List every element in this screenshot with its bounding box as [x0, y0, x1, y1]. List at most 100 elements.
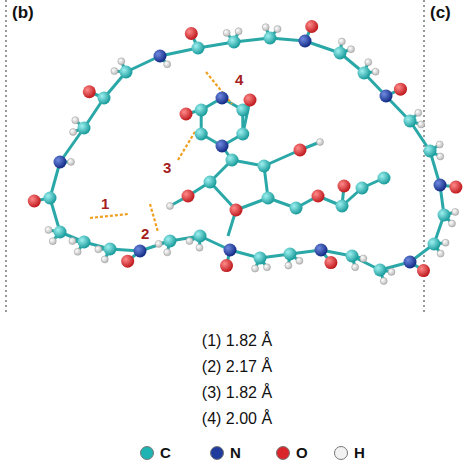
legend-entry: N: [210, 444, 241, 461]
atom: [299, 35, 312, 48]
atom: [224, 244, 237, 257]
atom: [186, 238, 193, 245]
atom: [449, 181, 462, 194]
panel-label: (b): [12, 4, 34, 23]
atom: [74, 248, 81, 255]
atom: [404, 256, 417, 269]
atom: [244, 94, 257, 107]
legend-text: N: [230, 444, 241, 461]
bond-distance: (4) 2.00 Å: [202, 410, 272, 428]
bonds: [34, 26, 456, 281]
atom: [78, 122, 91, 135]
atom: [394, 83, 407, 96]
atom: [315, 244, 328, 257]
atom: [196, 244, 203, 251]
atom: [262, 24, 269, 31]
atom: [216, 140, 229, 153]
atom: [360, 255, 367, 262]
atom: [285, 262, 292, 269]
atom: [380, 278, 387, 285]
atom: [352, 264, 359, 271]
atom: [164, 61, 171, 68]
atom: [262, 192, 275, 205]
atom: [437, 153, 444, 160]
legend-entry: O: [276, 444, 308, 461]
atom: [374, 264, 387, 277]
atom: [348, 46, 355, 53]
atom: [434, 179, 447, 192]
atom: [365, 59, 372, 66]
bond-distance: (2) 2.17 Å: [202, 358, 272, 376]
atom: [104, 243, 117, 256]
atom: [436, 141, 443, 148]
atom: [204, 176, 217, 189]
legend-swatch: [276, 446, 290, 460]
legend-entry: H: [334, 444, 365, 461]
atom: [28, 194, 41, 207]
atom: [254, 252, 267, 265]
atom: [78, 236, 91, 249]
atom: [70, 128, 77, 135]
atom: [72, 117, 79, 124]
legend-entry: C: [140, 444, 171, 461]
atom: [274, 26, 281, 33]
atom: [121, 255, 134, 268]
atom: [324, 256, 337, 269]
atom: [216, 92, 229, 105]
hydrogen-bonds: [90, 72, 232, 232]
bond-distance: (3) 1.82 Å: [202, 384, 272, 402]
atom: [118, 58, 125, 65]
atom: [428, 238, 441, 251]
atom: [264, 32, 277, 45]
callout-number: 1: [100, 196, 110, 213]
hydrogen-bond: [206, 72, 232, 104]
atom: [83, 85, 96, 98]
legend-text: C: [160, 444, 171, 461]
atom: [194, 230, 207, 243]
atoms: [28, 20, 463, 285]
atom: [284, 248, 297, 261]
atom: [448, 220, 455, 227]
atom: [356, 182, 369, 195]
atom: [44, 192, 57, 205]
atom: [415, 109, 422, 116]
hydrogen-bond: [150, 204, 158, 232]
panel-label: (c): [430, 4, 451, 23]
atom: [294, 144, 307, 157]
atom: [263, 264, 270, 271]
atom: [378, 172, 391, 185]
atom: [69, 238, 76, 245]
atom: [380, 90, 393, 103]
atom: [164, 235, 177, 248]
atom: [45, 226, 52, 233]
atom: [220, 259, 233, 272]
atom: [312, 190, 325, 203]
legend-swatch: [140, 446, 154, 460]
atom: [120, 66, 133, 79]
atom: [296, 257, 303, 264]
atom: [290, 202, 303, 215]
atom: [417, 264, 430, 277]
atom: [95, 246, 102, 253]
legend-swatch: [210, 446, 224, 460]
atom: [223, 29, 230, 36]
atom: [336, 200, 349, 213]
callout-number: 2: [140, 226, 150, 243]
bond-distance: (1) 1.82 Å: [202, 332, 272, 350]
atom: [180, 108, 193, 121]
atom: [230, 204, 243, 217]
atom: [346, 250, 359, 263]
atom: [424, 145, 437, 158]
atom: [195, 128, 208, 141]
atom: [101, 256, 108, 263]
atom: [388, 268, 395, 275]
atom: [438, 209, 451, 222]
atom: [305, 20, 318, 33]
hydrogen-bond: [90, 214, 128, 218]
atom: [111, 68, 118, 75]
atom: [49, 238, 56, 245]
atom: [67, 158, 74, 165]
callout-number: 3: [162, 160, 172, 177]
atom: [185, 27, 198, 40]
panel-divider: [6, 0, 7, 315]
